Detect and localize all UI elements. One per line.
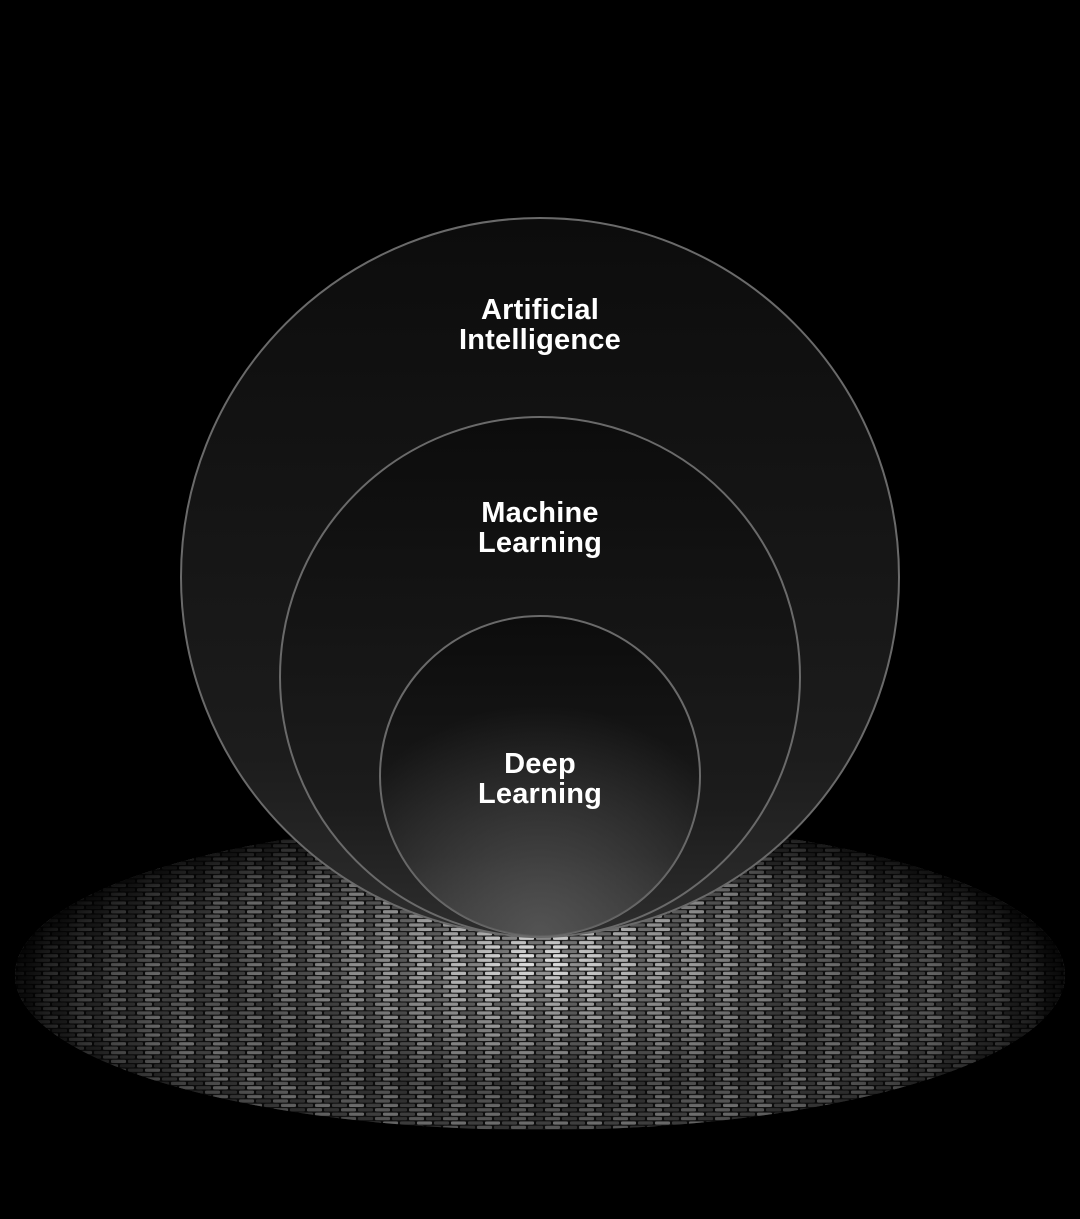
label-dl-line-1: Deep <box>504 748 576 780</box>
label-ai-line-1: Artificial <box>480 294 600 326</box>
circle-base-glow <box>380 616 700 936</box>
label-ml-line-2: Learning <box>477 527 603 559</box>
label-ml-line-1: Machine <box>481 497 599 529</box>
label-dl-line-2: Learning <box>477 778 603 810</box>
label-ai-line-2: Intelligence <box>459 324 621 356</box>
label-artificial-intelligence: Artificial Intelligence <box>340 295 740 355</box>
label-machine-learning: Machine Learning <box>340 498 740 558</box>
label-deep-learning: Deep Learning <box>340 749 740 809</box>
